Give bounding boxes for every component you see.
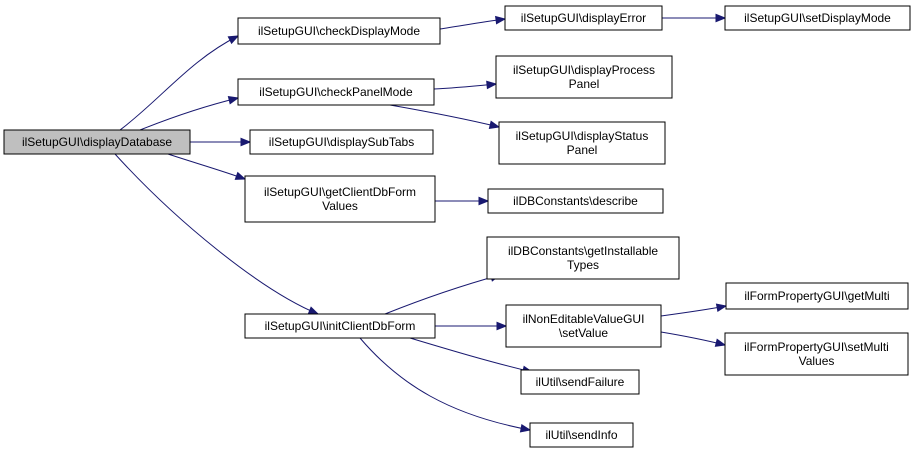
edge-checkDisplayMode-to-displayError xyxy=(439,15,507,30)
edge-initClientDbForm-to-getInstallableTypes xyxy=(384,273,502,315)
node-box xyxy=(237,17,441,45)
edge-line xyxy=(409,337,533,373)
node-label: Panel xyxy=(569,77,600,91)
node-root: ilSetupGUI\displayDatabase xyxy=(3,129,191,155)
node-box xyxy=(529,422,634,448)
arrowhead-icon xyxy=(307,306,320,315)
node-label: ilSetupGUI\initClientDbForm xyxy=(265,319,416,333)
edge-line xyxy=(359,337,531,431)
edge-root-to-displaySubTabs xyxy=(190,137,252,147)
arrowhead-icon xyxy=(496,321,508,331)
node-label: ilSetupGUI\displayError xyxy=(521,11,646,25)
arrowhead-icon xyxy=(715,303,728,313)
node-label: ilSetupGUI\getClientDbForm xyxy=(264,185,416,199)
edge-setValue-to-setMultiValues xyxy=(660,331,727,347)
node-box xyxy=(498,121,666,165)
edge-initClientDbForm-to-sendInfo xyxy=(359,337,532,433)
node-displayError[interactable]: ilSetupGUI\displayError xyxy=(504,5,663,31)
edge-displayError-to-setDisplayMode xyxy=(662,13,727,23)
node-label: ilNonEditableValueGUI xyxy=(523,312,645,326)
edge-root-to-checkPanelMode xyxy=(139,96,240,131)
node-label: ilSetupGUI\displayProcess xyxy=(513,63,655,77)
node-checkPanelMode[interactable]: ilSetupGUI\checkPanelMode xyxy=(237,78,435,106)
arrowhead-icon xyxy=(488,120,501,129)
arrowhead-icon xyxy=(227,96,240,105)
node-label: ilSetupGUI\displaySubTabs xyxy=(269,135,414,149)
edge-checkPanelMode-to-displayProcessPanel xyxy=(433,80,498,90)
node-label: ilUtil\sendInfo xyxy=(545,428,617,442)
arrowhead-icon xyxy=(495,15,507,25)
node-label: ilUtil\sendFailure xyxy=(536,375,625,389)
node-box xyxy=(724,5,911,31)
arrowhead-icon xyxy=(478,196,490,206)
edges-layer xyxy=(114,13,728,433)
edge-line xyxy=(119,35,239,131)
node-box xyxy=(725,282,909,310)
node-displaySubTabs[interactable]: ilSetupGUI\displaySubTabs xyxy=(249,129,434,155)
edge-getClientDbFormValues-to-describe xyxy=(435,196,490,206)
node-box xyxy=(487,188,664,214)
arrowhead-icon xyxy=(240,137,252,147)
nodes-layer: ilSetupGUI\displayDatabase ilSetupGUI\che… xyxy=(3,5,911,448)
node-box xyxy=(504,5,663,31)
node-box xyxy=(505,304,662,348)
node-label: Panel xyxy=(567,143,598,157)
node-getMulti[interactable]: ilFormPropertyGUI\getMulti xyxy=(725,282,909,310)
edge-line xyxy=(660,331,726,346)
arrowhead-icon xyxy=(714,338,727,347)
edge-setValue-to-getMulti xyxy=(660,303,728,317)
arrowhead-icon xyxy=(715,13,727,23)
node-sendFailure[interactable]: ilUtil\sendFailure xyxy=(520,369,640,395)
edge-initClientDbForm-to-setValue xyxy=(435,321,508,331)
node-label: ilSetupGUI\checkDisplayMode xyxy=(258,24,420,38)
node-label: ilSetupGUI\displayDatabase xyxy=(22,135,172,149)
node-label: ilDBConstants\getInstallable xyxy=(508,244,658,258)
edge-root-to-checkDisplayMode xyxy=(119,35,240,131)
edge-line xyxy=(167,153,246,180)
node-sendInfo[interactable]: ilUtil\sendInfo xyxy=(529,422,634,448)
edge-line xyxy=(139,97,239,131)
node-label: ilDBConstants\describe xyxy=(513,194,638,208)
node-box xyxy=(486,236,680,280)
arrowhead-icon xyxy=(227,35,240,45)
node-label: Values xyxy=(799,354,835,368)
node-box xyxy=(520,369,640,395)
edge-line xyxy=(114,153,319,315)
edge-line xyxy=(660,305,727,317)
node-box xyxy=(244,313,436,339)
node-box xyxy=(237,78,435,106)
node-describe[interactable]: ilDBConstants\describe xyxy=(487,188,664,214)
node-label: Values xyxy=(322,199,358,213)
edge-checkPanelMode-to-displayStatusPanel xyxy=(389,104,501,129)
node-setDisplayMode[interactable]: ilSetupGUI\setDisplayMode xyxy=(724,5,911,31)
node-box xyxy=(495,55,673,99)
node-label: \setValue xyxy=(559,326,608,340)
node-setValue[interactable]: ilNonEditableValueGUI\setValue xyxy=(505,304,662,348)
edge-line xyxy=(389,104,500,128)
arrowhead-icon xyxy=(234,171,247,180)
arrowhead-icon xyxy=(486,80,498,90)
node-label: ilSetupGUI\setDisplayMode xyxy=(744,11,891,25)
node-label: Types xyxy=(567,258,599,272)
node-box xyxy=(244,175,436,223)
node-label: ilFormPropertyGUI\setMulti xyxy=(744,340,889,354)
node-box xyxy=(249,129,434,155)
node-label: ilFormPropertyGUI\getMulti xyxy=(744,289,889,303)
edge-root-to-getClientDbFormValues xyxy=(167,153,247,180)
node-checkDisplayMode[interactable]: ilSetupGUI\checkDisplayMode xyxy=(237,17,441,45)
node-label: ilSetupGUI\displayStatus xyxy=(516,129,649,143)
node-box xyxy=(724,332,909,376)
node-box xyxy=(3,129,191,155)
arrowhead-icon xyxy=(519,423,532,433)
edge-line xyxy=(384,274,501,315)
edge-line xyxy=(439,18,506,30)
node-label: ilSetupGUI\checkPanelMode xyxy=(259,85,413,99)
node-initClientDbForm[interactable]: ilSetupGUI\initClientDbForm xyxy=(244,313,436,339)
